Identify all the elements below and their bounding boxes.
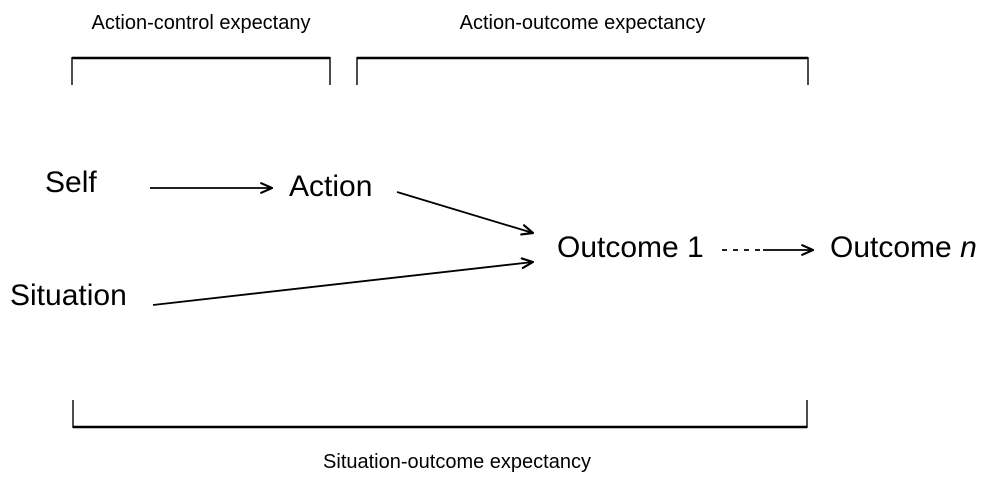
label-situation-outcome-expectancy: Situation-outcome expectancy xyxy=(323,451,591,473)
node-action: Action xyxy=(289,170,373,203)
arrow-action-to-outcome1 xyxy=(396,191,535,236)
node-outcome-n-prefix: Outcome xyxy=(830,231,961,264)
arrow-situation-to-outcome1 xyxy=(152,257,535,306)
node-outcome-n: Outcome n xyxy=(830,231,977,265)
label-action-control-expectancy: Action-control expectany xyxy=(91,12,311,34)
label-action-outcome-expectancy: Action-outcome expectancy xyxy=(459,12,706,34)
bracket-action-outcome xyxy=(356,56,809,85)
node-situation: Situation xyxy=(10,279,127,312)
bracket-situation-outcome xyxy=(72,400,808,429)
node-outcome-n-variable: n xyxy=(960,231,977,264)
node-self: Self xyxy=(45,166,97,199)
node-outcome-1: Outcome 1 xyxy=(557,231,704,264)
bracket-action-control xyxy=(71,56,331,85)
